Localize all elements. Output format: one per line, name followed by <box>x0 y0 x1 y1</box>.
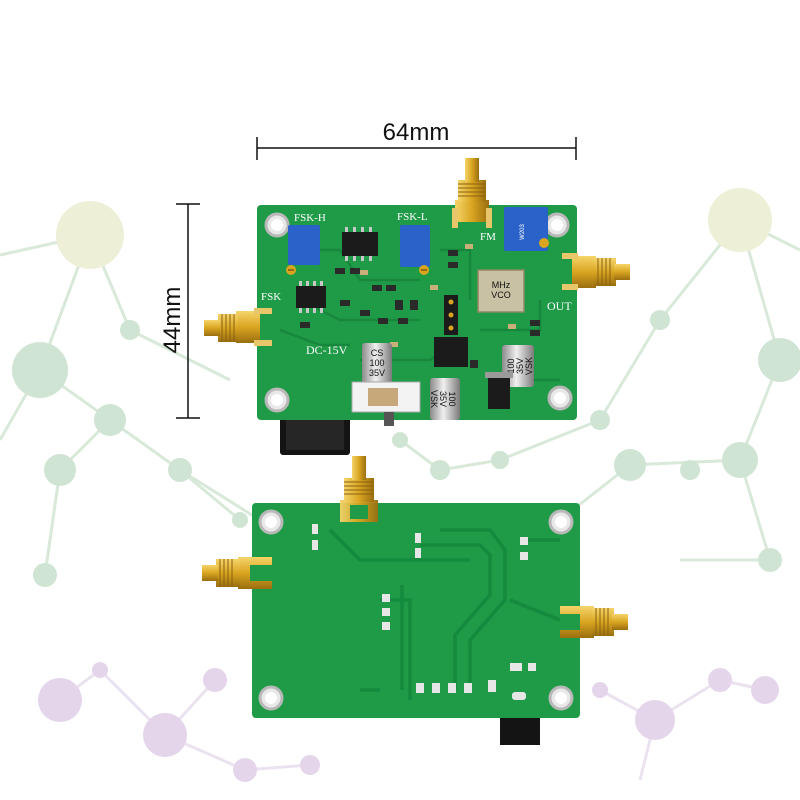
sma-connector-bottom-top[interactable] <box>340 456 378 522</box>
cap-right-code: VSK <box>524 357 534 375</box>
mounting-hole <box>548 509 574 535</box>
electrolytic-capacitor-cs: CS 100 35V <box>362 343 392 385</box>
power-switch[interactable] <box>351 381 421 426</box>
ic-chip <box>434 337 468 367</box>
mounting-hole <box>548 685 574 711</box>
cap-bottom-value: 100 <box>447 391 457 406</box>
smd-components <box>300 250 540 368</box>
trimmer-pot-vco: W203 <box>504 207 549 251</box>
sma-connector-out[interactable] <box>562 253 630 290</box>
vco-label: VCO <box>491 290 511 300</box>
cap-right-voltage: 35V <box>515 358 525 374</box>
label-fsk-l: FSK-L <box>397 211 428 223</box>
sma-connector-bottom-left[interactable] <box>202 557 272 589</box>
cap-bottom-voltage: 35V <box>438 391 448 407</box>
trimmer-pot-fsk-h <box>286 225 320 275</box>
mounting-hole <box>264 387 290 413</box>
label-fsk-h: FSK-H <box>294 212 326 224</box>
top-pcb <box>257 205 577 420</box>
mounting-hole <box>264 212 290 238</box>
height-label: 44mm <box>159 287 186 354</box>
electrolytic-capacitor-bottom: 100 35V VSK <box>429 378 460 420</box>
label-fsk: FSK <box>261 291 281 303</box>
cap-cs-text: CS <box>371 348 384 358</box>
sma-connector-fm[interactable] <box>452 158 492 228</box>
bottom-pcb <box>252 503 580 718</box>
mounting-hole <box>258 685 284 711</box>
vco-mhz-label: MHz <box>492 280 511 290</box>
label-fm: FM <box>480 231 496 243</box>
cap-cs-value: 100 <box>369 358 384 368</box>
vco-module: VCO MHz <box>477 269 525 313</box>
sma-connector-bottom-right[interactable] <box>560 606 628 638</box>
cap-right-value: 100 <box>506 358 516 373</box>
solder-pads <box>312 524 536 700</box>
pot-code-label: W203 <box>520 224 526 240</box>
width-label: 64mm <box>383 119 450 146</box>
sma-connector-fsk[interactable] <box>204 308 272 346</box>
background-network <box>0 188 800 782</box>
mounting-hole <box>544 212 570 238</box>
mounting-hole <box>547 385 573 411</box>
label-dc: DC-15V <box>306 343 348 357</box>
voltage-regulator <box>485 372 513 409</box>
cap-cs-voltage: 35V <box>369 368 385 378</box>
cap-bottom-code: VSK <box>429 390 439 408</box>
label-out: OUT <box>547 299 572 313</box>
height-dimension: 44mm <box>159 203 200 419</box>
bottom-board <box>202 456 628 745</box>
width-dimension: 64mm <box>256 119 577 160</box>
ic-chip <box>342 227 378 261</box>
trimmer-pot-fsk-l <box>400 225 430 275</box>
top-board: W203 VCO MHz <box>204 158 630 455</box>
mounting-hole <box>258 509 284 535</box>
jumper-header <box>444 295 458 335</box>
ic-chip <box>296 281 326 313</box>
